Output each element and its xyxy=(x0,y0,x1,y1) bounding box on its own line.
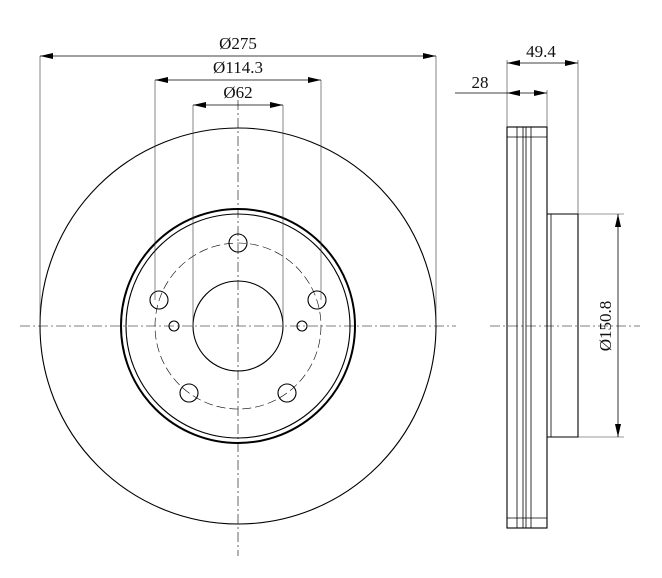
bolt-hole xyxy=(277,383,297,403)
locating-hole xyxy=(168,320,180,332)
center-bore-dimension: Ø62 xyxy=(192,83,284,326)
side-view: 49.4 28 Ø150.8 xyxy=(455,42,640,529)
vent-gap xyxy=(522,126,527,529)
total-height-dimension: 49.4 xyxy=(506,42,579,214)
hat-diameter-dimension: Ø150.8 xyxy=(578,213,624,438)
friction-ring-outer-profile xyxy=(506,126,548,529)
bolt-hole xyxy=(149,290,169,310)
front-view: Ø275 Ø114.3 Ø62 xyxy=(20,34,456,556)
hat-outer-edge xyxy=(120,208,356,444)
locating-hole xyxy=(296,320,308,332)
outer-diameter-label: Ø275 xyxy=(219,34,257,53)
bolt-circle-label: Ø114.3 xyxy=(213,58,263,77)
outer-diameter-dimension: Ø275 xyxy=(39,34,437,326)
hat-profile xyxy=(547,213,579,438)
hat-diameter-label: Ø150.8 xyxy=(596,301,615,352)
center-bore-label: Ø62 xyxy=(223,83,252,102)
bolt-circle xyxy=(154,242,322,410)
hat-inner-edge xyxy=(125,213,351,439)
bolt-circle-dimension: Ø114.3 xyxy=(154,58,322,300)
total-height-label: 49.4 xyxy=(526,42,556,61)
bolt-hole xyxy=(179,383,199,403)
bolt-hole xyxy=(228,233,248,253)
disc-thickness-label: 28 xyxy=(472,73,489,92)
bolt-hole xyxy=(307,290,327,310)
disc-thickness-dimension: 28 xyxy=(455,73,548,127)
